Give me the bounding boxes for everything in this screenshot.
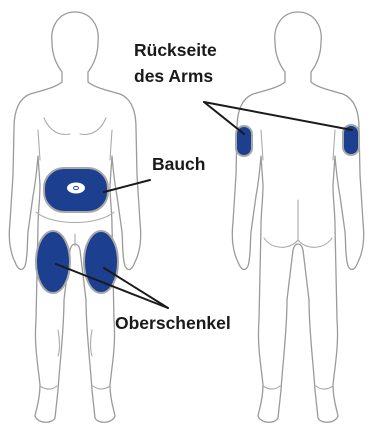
back-body-figure [232, 12, 364, 422]
abdomen-site [44, 168, 108, 212]
thigh-label: Oberschenkel [115, 313, 231, 333]
back-of-arm-label-line2: des Arms [134, 66, 213, 86]
left-thigh-injection-area [36, 231, 70, 293]
abdomen-label: Bauch [152, 154, 205, 174]
navel-marker [67, 183, 85, 194]
front-body-figure [9, 12, 141, 422]
back-of-arm-label-line1: Rückseite [134, 40, 217, 60]
right-thigh-injection-area [84, 231, 118, 293]
